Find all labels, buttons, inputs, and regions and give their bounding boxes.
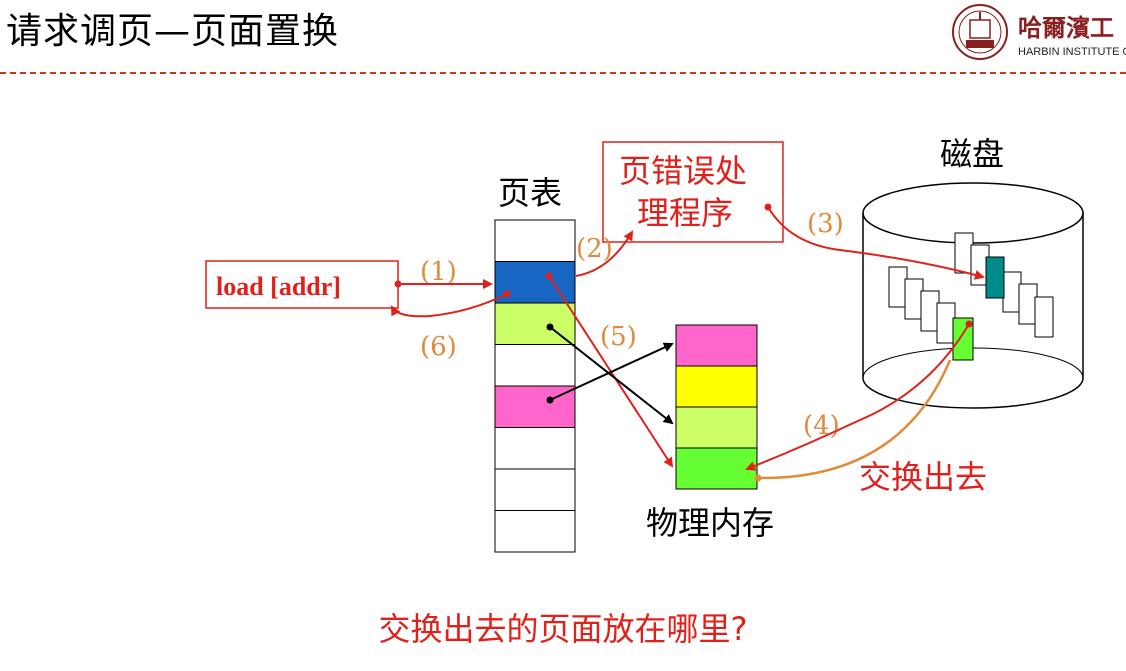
page-table-slot <box>494 344 576 387</box>
disk-block-teal <box>985 256 1005 299</box>
step-4-label: (4) <box>803 411 840 441</box>
instruction-label: load [addr] <box>216 272 341 301</box>
harbin-logo: 哈爾濱工 HARBIN INSTITUTE OF <box>948 2 1126 64</box>
logo-chinese-name: 哈爾濱工 <box>1018 13 1114 42</box>
arrow-swap-out <box>754 359 952 482</box>
arrow-step-6 <box>391 290 511 318</box>
page-table-slot <box>494 219 576 262</box>
step-1-label: (1) <box>420 257 457 287</box>
physical-memory <box>675 324 758 490</box>
page-table-slot <box>494 302 576 345</box>
page-table-slot <box>494 385 576 428</box>
memory-frame <box>675 324 758 367</box>
step-5-label: (5) <box>600 322 637 352</box>
page-table-label: 页表 <box>498 174 562 212</box>
mapping-arrow-lightgreen <box>546 323 674 425</box>
arrow-step-1 <box>394 279 493 289</box>
arrow-step-5 <box>545 272 674 468</box>
memory-frame <box>675 447 758 490</box>
page-table-slot <box>494 510 576 553</box>
arrow-step-2 <box>575 230 634 277</box>
disk-label: 磁盘 <box>940 135 1004 173</box>
page-table-slot <box>494 468 576 511</box>
page-table <box>494 219 576 553</box>
swap-out-label: 交换出去 <box>859 458 987 496</box>
page-title: 请求调页—页面置换 <box>6 11 340 52</box>
disk-block-green <box>952 317 974 361</box>
arrow-step-4 <box>745 320 973 471</box>
page-table-slot <box>494 427 576 470</box>
memory-frame <box>675 365 758 408</box>
disk <box>862 182 1084 409</box>
question-text: 交换出去的页面放在哪里? <box>378 610 748 648</box>
logo-english-name: HARBIN INSTITUTE OF <box>1018 46 1126 58</box>
instruction-box <box>205 260 399 309</box>
memory-frame <box>675 406 758 449</box>
step-2-label: (2) <box>576 234 613 264</box>
header-divider <box>0 72 1126 74</box>
step-6-label: (6) <box>420 332 457 362</box>
physical-memory-label: 物理内存 <box>646 504 774 542</box>
fault-handler-line2: 理程序 <box>637 194 733 232</box>
university-seal-icon <box>952 4 1008 60</box>
arrow-step-3 <box>764 203 985 280</box>
step-3-label: (3) <box>807 209 844 239</box>
fault-handler-box <box>602 141 784 243</box>
fault-handler-line1: 页错误处 <box>619 152 747 190</box>
mapping-arrow-pink <box>546 342 674 404</box>
